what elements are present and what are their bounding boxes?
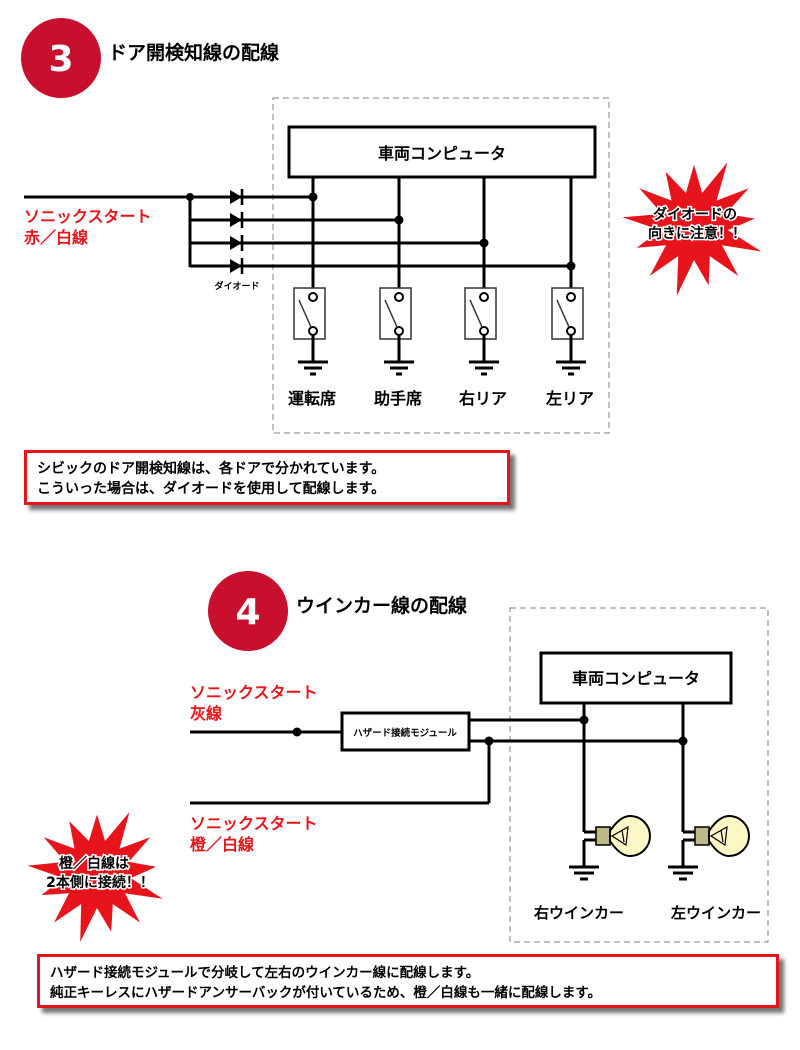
warning-line2: 向きに注意！！ [648, 225, 746, 242]
orange-wire-label-line2: 橙／白線 [190, 835, 254, 854]
junction-dot [308, 192, 318, 202]
warning2-line2: 2本側に接続！！ [46, 874, 154, 891]
gray-wire-label-line2: 灰線 [190, 704, 222, 723]
junction-dot [394, 215, 404, 225]
door-label: 助手席 [374, 389, 422, 408]
junction-dot [484, 736, 494, 746]
section4-note-line2: 純正キーレスにハザードアンサーバックが付いているため、橙／白線も一緒に配線します… [50, 985, 602, 1001]
section3-note-line1: シビックのドア開検知線は、各ドアで分かれています。 [37, 461, 386, 477]
bulb-left [694, 814, 750, 858]
junction-dot [292, 727, 302, 737]
blinker-label-right: 右ウインカー [534, 904, 624, 922]
diode-2 [230, 212, 244, 228]
diode-4 [230, 258, 244, 274]
warning-line1: ダイオードの [653, 206, 737, 223]
junction-dot [678, 736, 688, 746]
section3-badge [21, 18, 101, 98]
section4-title: ウインカー線の配線 [296, 594, 467, 617]
section4-note: ハザード接続モジュールで分岐して左右のウインカー線に配線します。 純正キーレスに… [37, 954, 779, 1008]
orange-wire-label-line1: ソニックスタート [190, 814, 318, 833]
vehicle-computer-label-2: 車両コンピュータ [572, 669, 700, 688]
diode-3 [230, 235, 244, 251]
section3-note-line2: こういった場合は、ダイオードを使用して配線します。 [37, 481, 386, 497]
section3-title: ドア開検知線の配線 [108, 41, 279, 64]
warning2-line1: 橙／白線は [59, 855, 129, 872]
vehicle-computer-box [287, 125, 597, 179]
blinker-label-left: 左ウインカー [670, 904, 761, 922]
section4-badge [208, 571, 288, 651]
hazard-module-box [340, 711, 471, 752]
door-switch-branch: 左リア [545, 177, 594, 408]
door-label: 左リア [545, 389, 594, 408]
diodes [230, 189, 244, 274]
door-switch-branch: 運転席 [288, 177, 336, 408]
section3-badge-number: 3 [48, 39, 73, 80]
junction-dot [479, 238, 489, 248]
input-label-line2: 赤／白線 [24, 228, 88, 247]
door-switch-branch: 助手席 [374, 177, 422, 408]
door-label: 右リア [459, 389, 507, 408]
gray-wire-label-line1: ソニックスタート [190, 683, 318, 702]
warning-starburst [622, 162, 762, 296]
door-switch-branch: 右リア [459, 177, 507, 408]
warning-starburst-2 [27, 812, 163, 942]
junction-dot [579, 715, 589, 725]
diode-label: ダイオード [214, 280, 259, 292]
vehicle-computer-label: 車両コンピュータ [378, 144, 506, 163]
junction-dot [566, 261, 576, 271]
input-label-line1: ソニックスタート [24, 207, 152, 226]
section4-note-line1: ハザード接続モジュールで分岐して左右のウインカー線に配線します。 [50, 965, 480, 981]
vehicle-boundary-2 [509, 607, 769, 943]
hazard-module-label: ハザード接続モジュール [353, 727, 457, 739]
section4-badge-number: 4 [235, 592, 260, 633]
vehicle-computer-box-2 [539, 651, 733, 705]
junction-dot [186, 193, 194, 201]
section3-note: シビックのドア開検知線は、各ドアで分かれています。 こういった場合は、ダイオード… [24, 450, 510, 505]
diode-1 [230, 189, 244, 205]
door-label: 運転席 [288, 389, 336, 408]
bulb-right [595, 814, 651, 858]
